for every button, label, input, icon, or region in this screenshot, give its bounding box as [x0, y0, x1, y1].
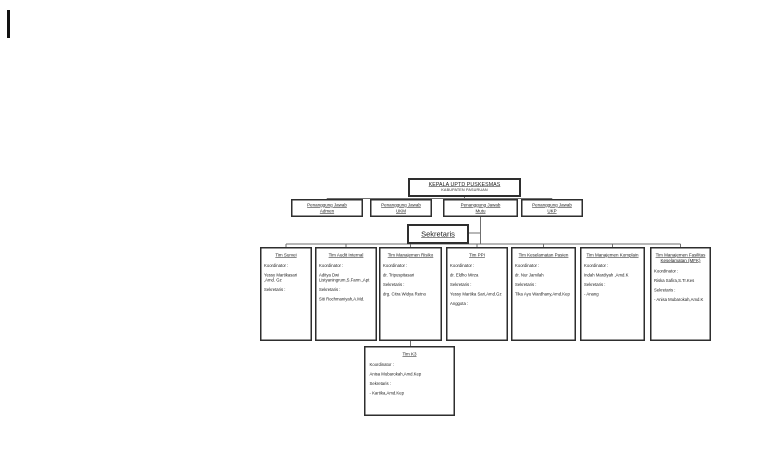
team-body-line: - Anisa Mubarokah,Amd.K — [654, 297, 704, 302]
manager-line2: UKM — [396, 208, 406, 214]
team-title: Tim Manajemen Komplain — [586, 252, 639, 258]
team-body-line: - Kartika,Amd.Kep — [369, 390, 404, 396]
team-body-line: Anggota : — [450, 301, 469, 306]
team-body-line: - Anang — [584, 291, 599, 297]
team-body-line: drg. Citra Widya Retno — [383, 291, 426, 297]
team-body-line: Sekretaris : — [450, 282, 472, 287]
manager-line1: Penanggung Jawab — [381, 202, 421, 208]
org-box-kepala-puskesmas: KEPALA UPTD PUSKESMAS KABUPATEN PASURUAN — [408, 178, 521, 197]
root-title: KEPALA UPTD PUSKESMAS — [428, 181, 501, 188]
team-body: Koordinator : Yessy Martikasari ,Amd. Gz S… — [264, 263, 308, 292]
root-subtitle: KABUPATEN PASURUAN — [441, 187, 488, 193]
manager-line1: Penanggung Jawab — [460, 202, 501, 208]
team-body-line: Koordinator : — [264, 263, 289, 268]
org-box-penanggung-jawab-ukm: Penanggung Jawab UKM — [370, 199, 432, 217]
team-body-line: Koordinator : — [319, 263, 344, 268]
team-body-line: Aditya Dwi Listyaningrum,S.Farm.,Apt — [319, 272, 370, 283]
team-body-line: Riska Safira,S.Tr.Kes — [654, 278, 695, 283]
team-body-line: Koordinator : — [450, 263, 475, 268]
team-body-line: Sekretaris : — [584, 282, 606, 287]
org-box-sekretaris: Sekretaris — [407, 224, 469, 244]
team-body-line: dr. Tripuspitasari — [383, 272, 415, 278]
org-box-tim-manajemen-risiko: Tim Manajemen Risiko Koordinator : dr. Tr… — [379, 247, 442, 341]
team-title: Tim Manajemen Fasilitas Keselamatan (MFK… — [655, 252, 706, 264]
team-body-line: Sekretaris : — [654, 287, 676, 293]
team-body-line: dr. Nur Jamilah — [515, 272, 544, 278]
manager-line2: UKP — [547, 208, 557, 214]
team-body-line: Siti Rochmaniyah,A.Md. — [319, 296, 365, 302]
team-body-line: Tika Ayu Wardhany,Amd.Kep — [515, 291, 570, 297]
team-body-line: Koordinator : — [584, 263, 609, 268]
page-edge-mark — [7, 10, 10, 38]
team-body-line: Yessy Martikasari ,Amd. Gz — [264, 272, 298, 283]
team-title: Tim Survei — [275, 252, 297, 258]
team-body-line: Koordinator : — [369, 362, 394, 367]
team-body-line: Sekretaris : — [383, 282, 405, 287]
org-box-tim-keselamatan-pasien: Tim Keselamatan Pasien Koordinator : dr. … — [511, 247, 576, 341]
org-box-tim-k3: Tim K3 Koordinator : Anisa Mubarokah,Amd.… — [364, 346, 455, 416]
team-body-line: Koordinator : — [515, 263, 540, 268]
org-box-penanggung-jawab-ukp: Penanggung Jawab UKP — [521, 199, 583, 217]
team-title: Tim Audit Internal — [328, 252, 364, 258]
team-body-line: Koordinator : — [654, 268, 679, 274]
org-box-penanggung-jawab-mutu: Penanggung Jawab Mutu — [443, 199, 518, 217]
org-box-tim-manajemen-mfk: Tim Manajemen Fasilitas Keselamatan (MFK… — [650, 247, 711, 341]
team-title: Tim Manajemen Risiko — [387, 252, 434, 258]
team-body-line: Sekretaris : — [515, 282, 537, 287]
org-box-tim-survei: Tim Survei Koordinator : Yessy Martikasar… — [260, 247, 312, 341]
manager-line1: Penanggung Jawab — [532, 202, 572, 208]
team-body-line: Yessy Martika Sari,Amd.Gz — [450, 291, 502, 297]
team-body-line: Koordinator : — [383, 263, 408, 268]
team-body-line: Indah Mardiyah ,Amd.K — [584, 272, 629, 278]
manager-line1: Penanggung Jawab — [307, 202, 347, 208]
team-body: Koordinator : Indah Mardiyah ,Amd.K Sekret… — [584, 263, 641, 297]
org-box-tim-audit-internal: Tim Audit Internal Koordinator : Aditya D… — [315, 247, 377, 341]
team-body-line: Sekretaris : — [319, 287, 341, 292]
manager-line2: Mutu — [475, 208, 486, 214]
org-box-tim-manajemen-komplain: Tim Manajemen Komplain Koordinator : Inda… — [580, 247, 645, 341]
team-title: Tim K3 — [402, 351, 417, 357]
team-body-line: Sekretaris : — [264, 287, 286, 292]
manager-line2: Admen — [319, 208, 335, 214]
org-box-penanggung-jawab-admen: Penanggung Jawab Admen — [291, 199, 363, 217]
team-body-line: dr. Eldho Mirza — [450, 272, 479, 278]
team-title: Tim Keselamatan Pasien — [518, 252, 569, 258]
team-title: Tim PPI — [469, 252, 485, 258]
team-body-line: Sekretaris : — [369, 381, 392, 386]
team-body-line: Anisa Mubarokah,Amd.Kep — [369, 371, 422, 377]
team-body: Koordinator : Aditya Dwi Listyaningrum,S.… — [319, 263, 373, 302]
